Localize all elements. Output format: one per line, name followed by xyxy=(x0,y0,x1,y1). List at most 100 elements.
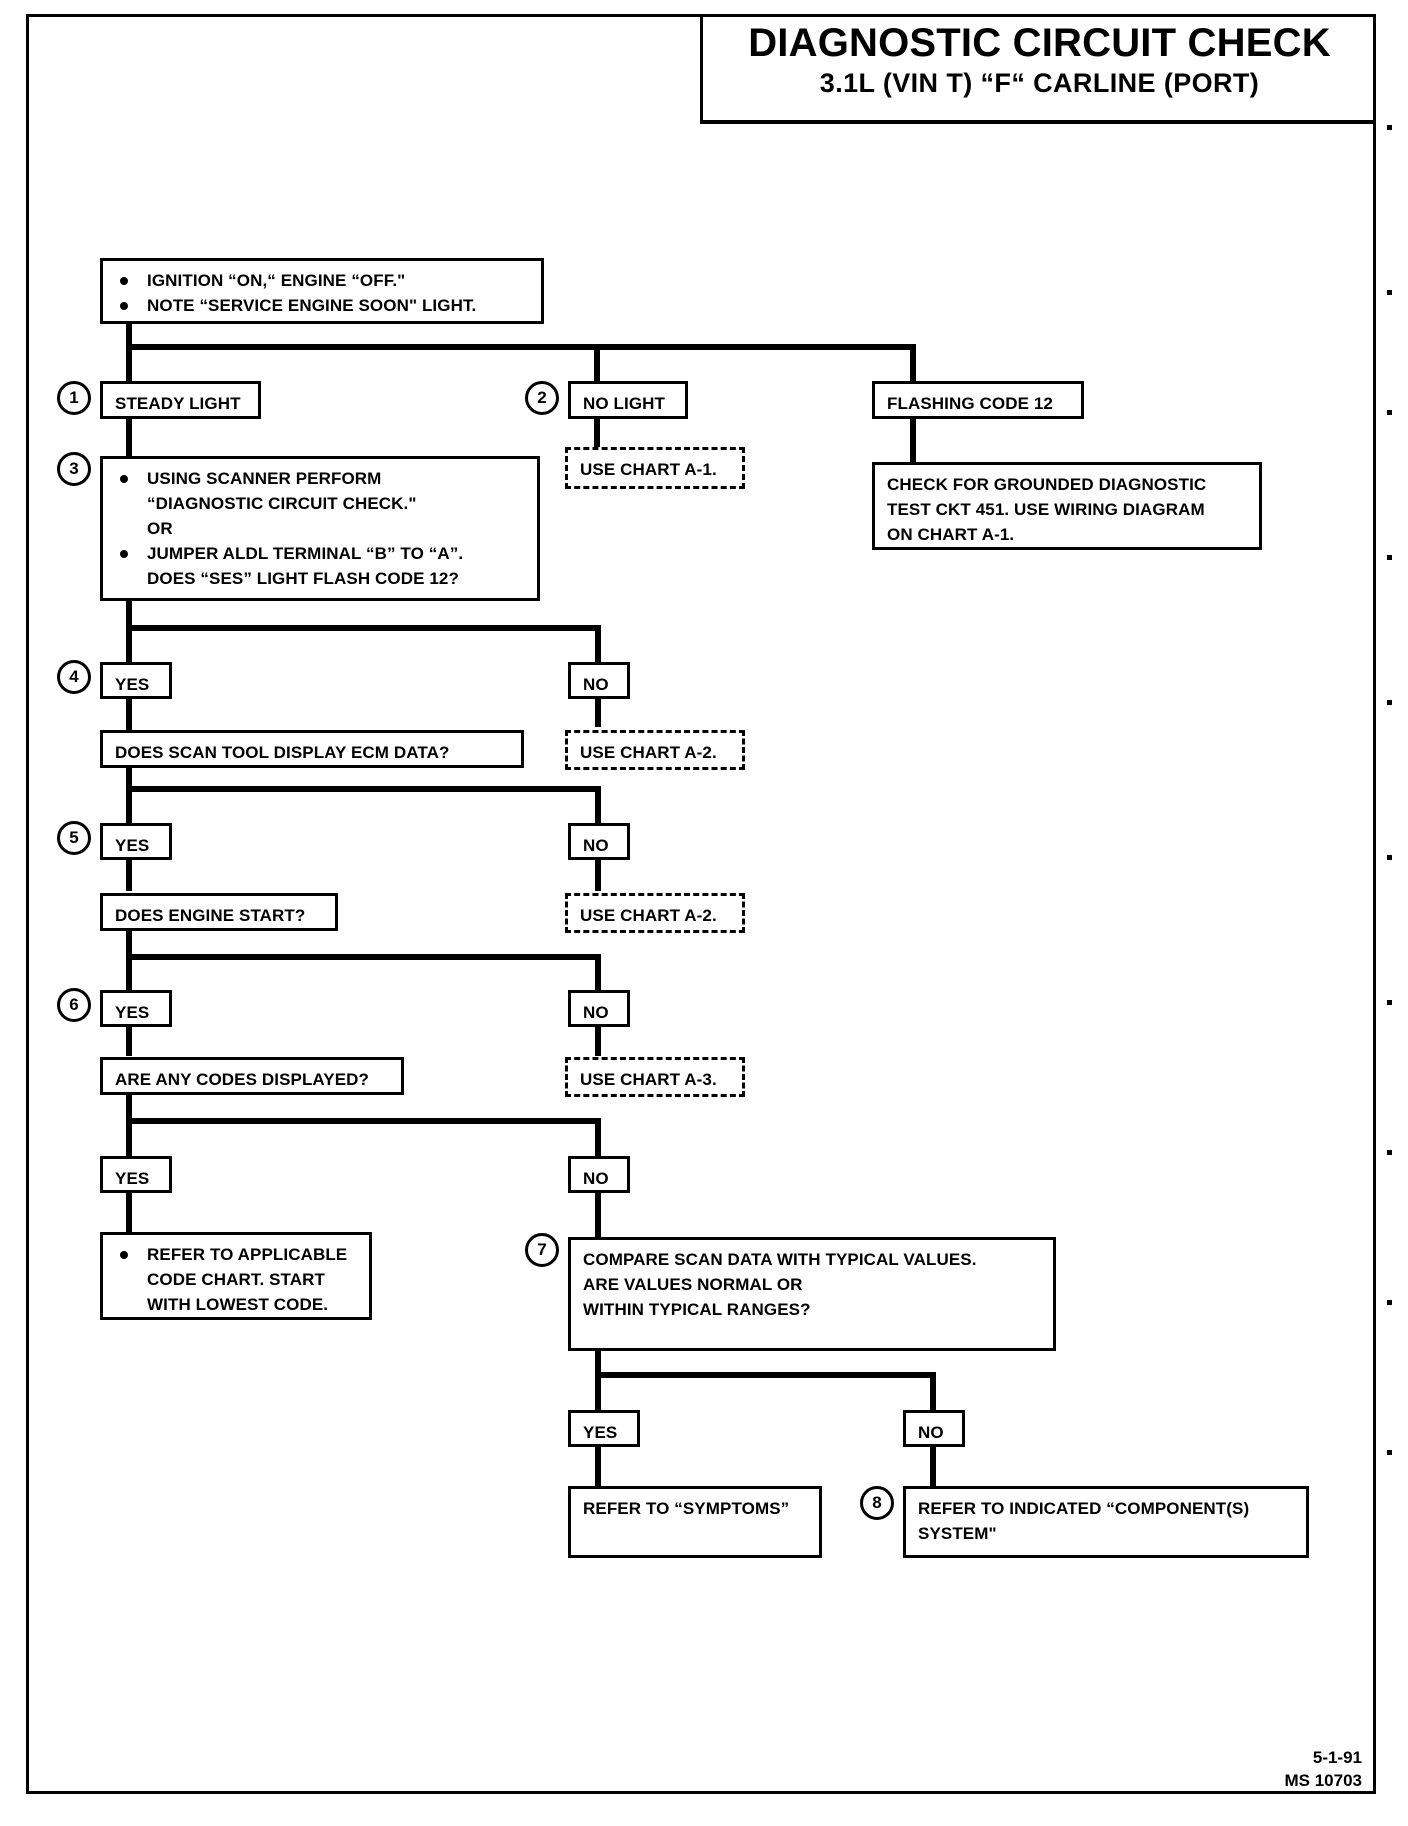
node-no-5: NO xyxy=(568,823,630,860)
step-number-2: 2 xyxy=(525,381,559,415)
node-check-grounded-ckt: CHECK FOR GROUNDED DIAGNOSTIC TEST CKT 4… xyxy=(872,462,1262,550)
connector xyxy=(595,1193,601,1238)
connector xyxy=(126,1118,601,1124)
step-number-7: 7 xyxy=(525,1233,559,1267)
node-scan-tool-ecm-data-label: DOES SCAN TOOL DISPLAY ECM DATA? xyxy=(115,743,450,762)
refer-component-line-2: SYSTEM" xyxy=(918,1524,997,1543)
node-no-7: NO xyxy=(568,1156,630,1193)
node-use-chart-a2-first: USE CHART A-2. xyxy=(565,730,745,770)
node-no-7-label: NO xyxy=(583,1169,609,1188)
chart-header: DIAGNOSTIC CIRCUIT CHECK 3.1L (VIN T) “F… xyxy=(700,14,1376,124)
start-line-2: NOTE “SERVICE ENGINE SOON" LIGHT. xyxy=(115,293,531,318)
margin-tick xyxy=(1387,410,1392,415)
node-yes-6: YES xyxy=(100,990,172,1027)
scanner-line-1: USING SCANNER PERFORM xyxy=(115,466,527,491)
check-grounded-line-1: CHECK FOR GROUNDED DIAGNOSTIC xyxy=(887,475,1207,494)
step-number-1: 1 xyxy=(57,381,91,415)
footer-block: 5-1-91 MS 10703 xyxy=(1285,1746,1363,1792)
node-yes-5-label: YES xyxy=(115,836,150,855)
step-number-3: 3 xyxy=(57,452,91,486)
connector xyxy=(930,1372,936,1414)
check-grounded-line-3: ON CHART A-1. xyxy=(887,525,1015,544)
node-compare-scan-data: COMPARE SCAN DATA WITH TYPICAL VALUES. A… xyxy=(568,1237,1056,1351)
step-number-5: 5 xyxy=(57,821,91,855)
node-no-5-label: NO xyxy=(583,836,609,855)
margin-tick xyxy=(1387,290,1392,295)
node-use-chart-a1-label: USE CHART A-1. xyxy=(580,460,717,479)
margin-tick xyxy=(1387,1300,1392,1305)
node-engine-start-label: DOES ENGINE START? xyxy=(115,906,306,925)
node-use-chart-a1: USE CHART A-1. xyxy=(565,447,745,489)
node-no-6: NO xyxy=(568,990,630,1027)
compare-scan-line-3: WITHIN TYPICAL RANGES? xyxy=(583,1300,811,1319)
connector xyxy=(126,786,601,792)
connector xyxy=(594,344,600,384)
node-no-light-label: NO LIGHT xyxy=(583,394,666,413)
node-yes-8-label: YES xyxy=(583,1423,618,1442)
node-codes-displayed-label: ARE ANY CODES DISPLAYED? xyxy=(115,1070,369,1089)
node-no-8: NO xyxy=(903,1410,965,1447)
connector xyxy=(126,856,132,891)
connector xyxy=(595,1372,935,1378)
margin-tick xyxy=(1387,855,1392,860)
step-number-4: 4 xyxy=(57,660,91,694)
node-yes-7: YES xyxy=(100,1156,172,1193)
node-steady-light-label: STEADY LIGHT xyxy=(115,394,241,413)
refer-component-line-1: REFER TO INDICATED “COMPONENT(S) xyxy=(918,1499,1250,1518)
node-flashing-code-12: FLASHING CODE 12 xyxy=(872,381,1084,419)
footer-date: 5-1-91 xyxy=(1312,1748,1362,1767)
margin-tick xyxy=(1387,1150,1392,1155)
compare-scan-line-2: ARE VALUES NORMAL OR xyxy=(583,1275,803,1294)
connector xyxy=(126,1095,132,1140)
connector xyxy=(126,344,916,350)
connector xyxy=(126,697,132,732)
connector xyxy=(595,1024,601,1056)
connector xyxy=(126,1024,132,1056)
connector xyxy=(126,600,132,645)
connector xyxy=(126,625,132,665)
margin-tick xyxy=(1387,555,1392,560)
node-yes-5: YES xyxy=(100,823,172,860)
node-codes-displayed: ARE ANY CODES DISPLAYED? xyxy=(100,1057,404,1095)
connector xyxy=(595,1447,601,1487)
node-no-4-label: NO xyxy=(583,675,609,694)
step-number-6: 6 xyxy=(57,988,91,1022)
node-use-chart-a2-first-label: USE CHART A-2. xyxy=(580,743,717,762)
connector xyxy=(595,625,601,665)
connector xyxy=(126,760,132,805)
connector xyxy=(126,930,132,975)
margin-tick xyxy=(1387,700,1392,705)
connector xyxy=(595,697,601,727)
node-yes-4: YES xyxy=(100,662,172,699)
scanner-line-2: “DIAGNOSTIC CIRCUIT CHECK." xyxy=(147,494,417,513)
node-no-8-label: NO xyxy=(918,1423,944,1442)
scanner-line-5: DOES “SES” LIGHT FLASH CODE 12? xyxy=(147,569,459,588)
node-yes-4-label: YES xyxy=(115,675,150,694)
connector xyxy=(126,1193,132,1233)
node-no-6-label: NO xyxy=(583,1003,609,1022)
node-refer-symptoms: REFER TO “SYMPTOMS” xyxy=(568,1486,822,1558)
connector xyxy=(930,1447,936,1487)
connector xyxy=(595,786,601,824)
connector xyxy=(126,344,132,384)
connector xyxy=(126,1118,132,1160)
connector xyxy=(595,1372,601,1414)
node-use-chart-a3: USE CHART A-3. xyxy=(565,1057,745,1097)
connector xyxy=(126,625,601,631)
connector xyxy=(126,954,601,960)
compare-scan-line-1: COMPARE SCAN DATA WITH TYPICAL VALUES. xyxy=(583,1250,977,1269)
connector xyxy=(595,1118,601,1160)
node-engine-start: DOES ENGINE START? xyxy=(100,893,338,931)
refer-code-line-3: WITH LOWEST CODE. xyxy=(147,1295,329,1314)
node-yes-8: YES xyxy=(568,1410,640,1447)
connector xyxy=(595,954,601,992)
margin-tick xyxy=(1387,1450,1392,1455)
refer-code-line-2: CODE CHART. START xyxy=(147,1270,325,1289)
node-yes-6-label: YES xyxy=(115,1003,150,1022)
connector xyxy=(594,418,600,448)
refer-code-line-1: REFER TO APPLICABLE xyxy=(115,1242,359,1267)
connector xyxy=(126,786,132,824)
check-grounded-line-2: TEST CKT 451. USE WIRING DIAGRAM xyxy=(887,500,1205,519)
node-refer-code-chart: REFER TO APPLICABLE CODE CHART. START WI… xyxy=(100,1232,372,1320)
